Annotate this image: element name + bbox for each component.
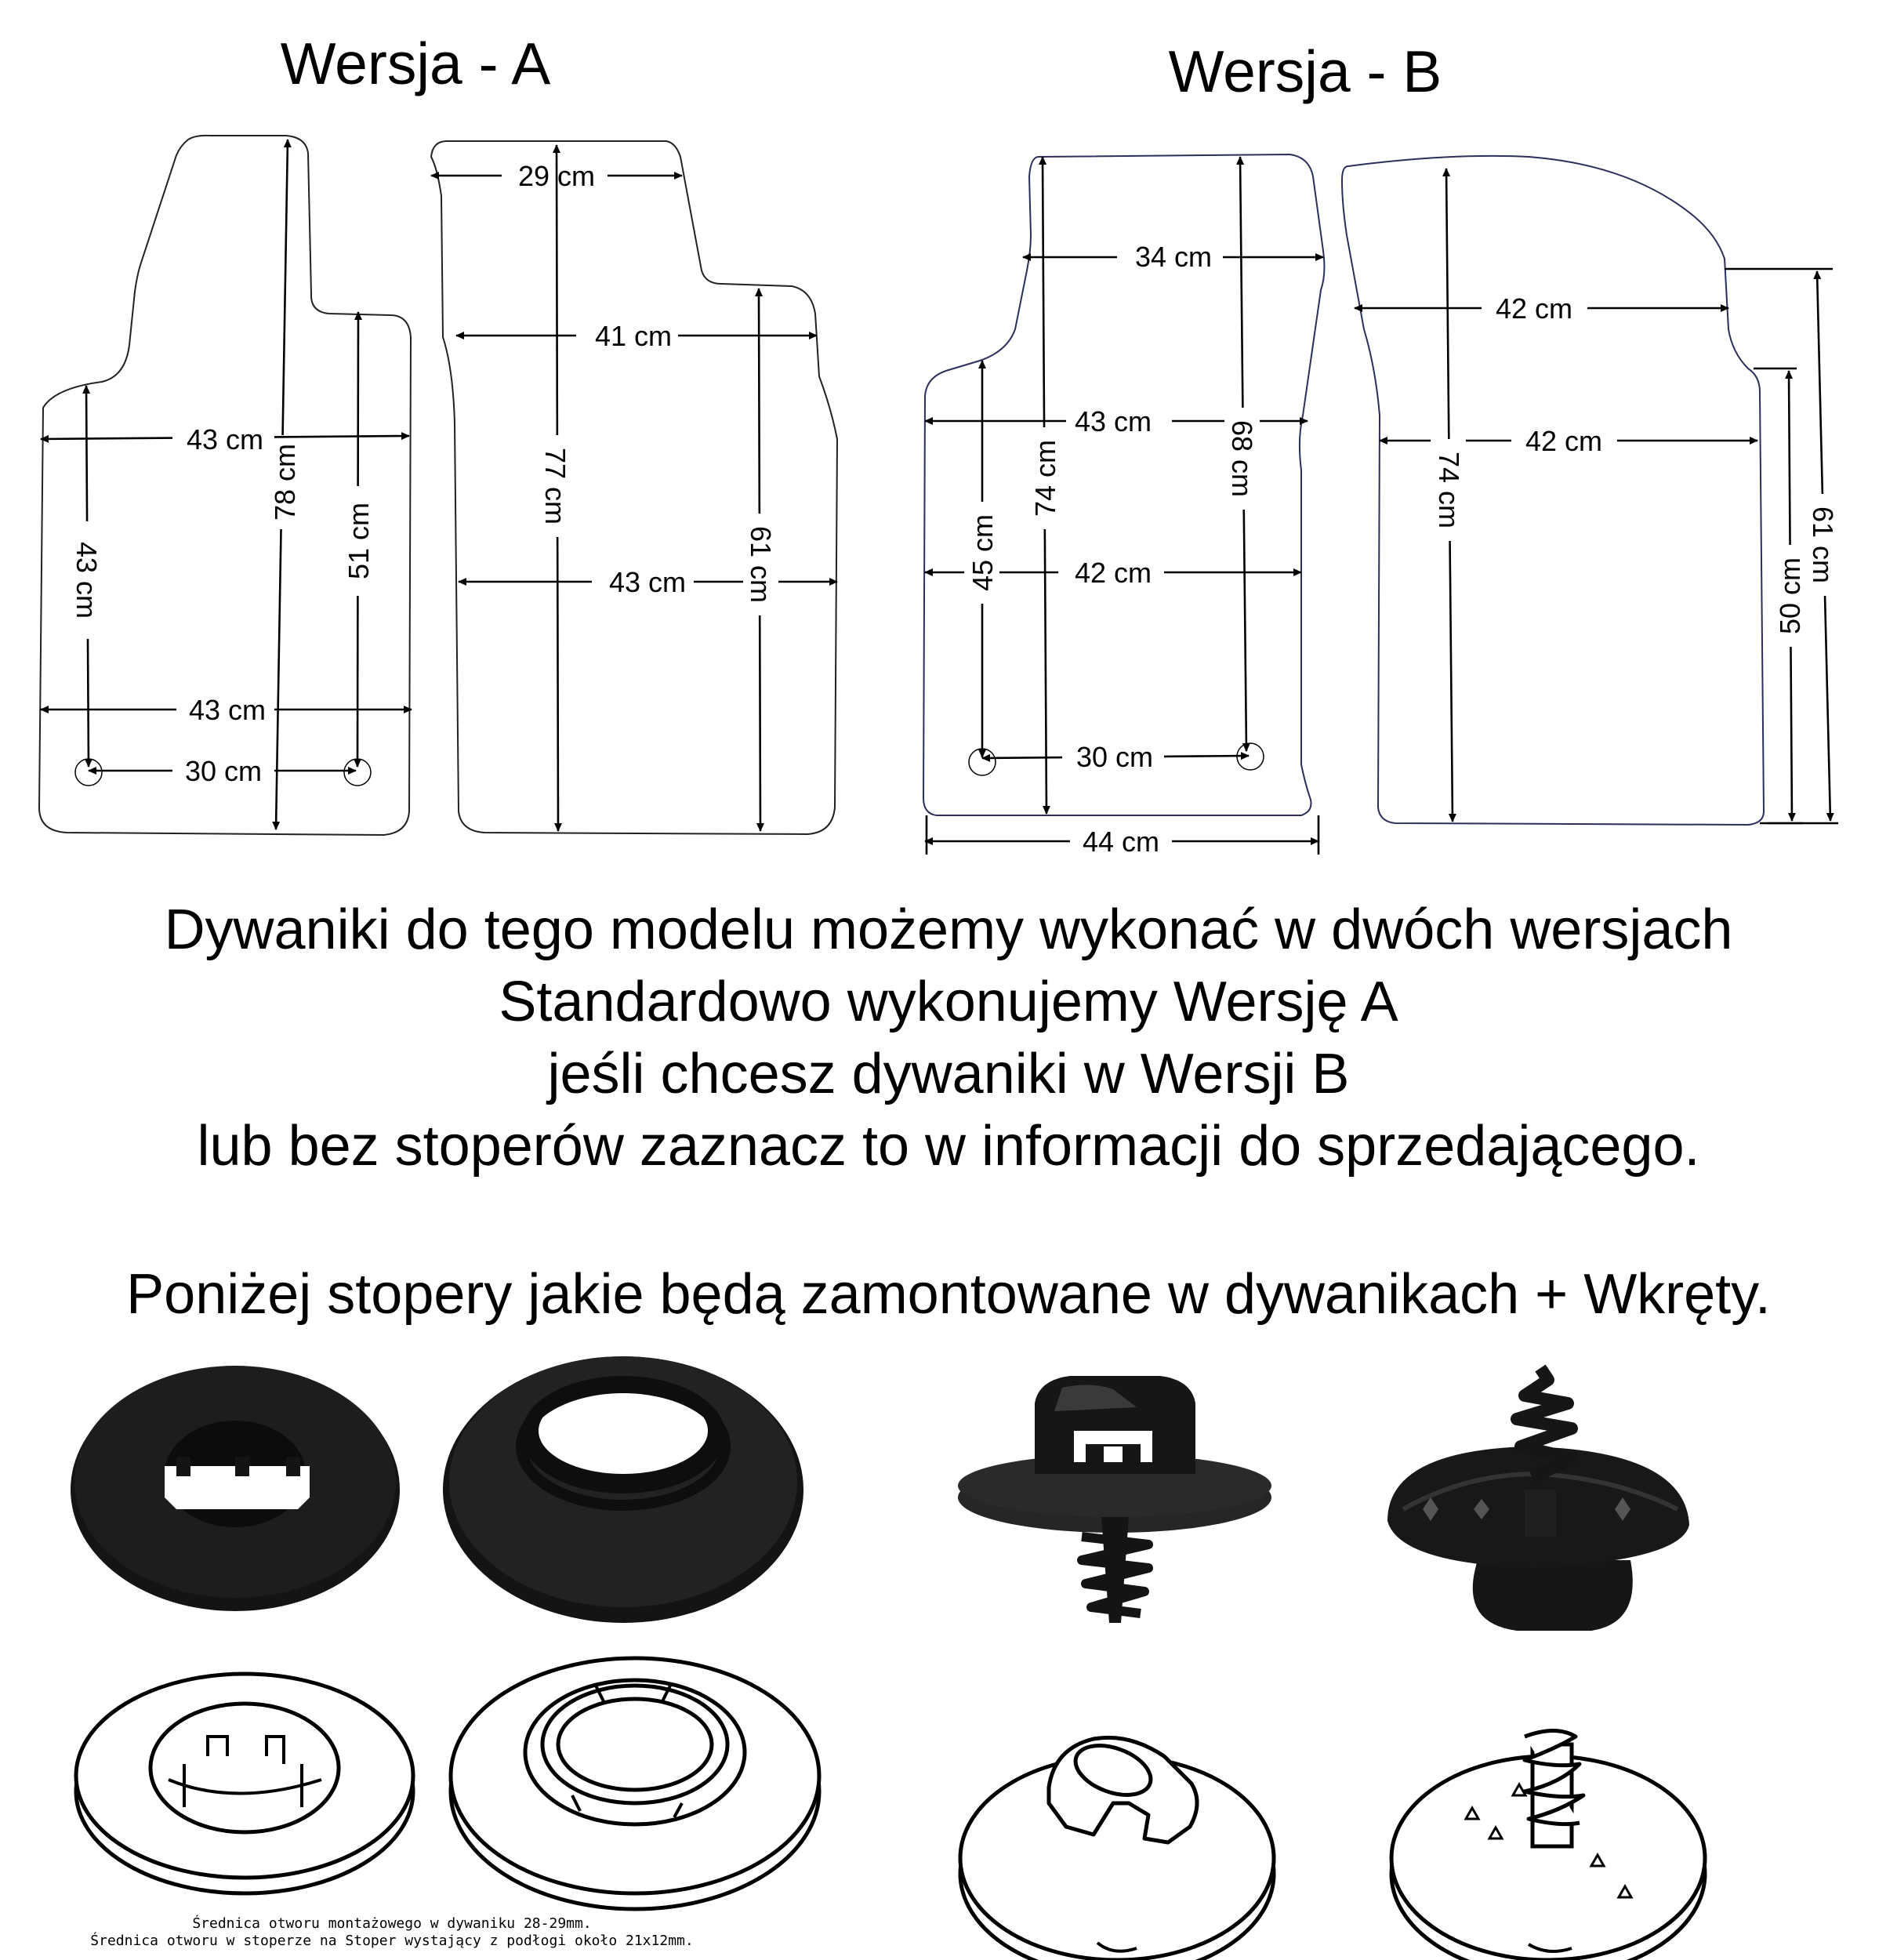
b-hole-spacing-label: 30 cm [1076, 741, 1153, 773]
stopper-oval-drawing [448, 1656, 822, 1911]
a-left-hole-spacing-label: 30 cm [185, 755, 262, 787]
b-top-width-label: 34 cm [1135, 241, 1212, 273]
stopper-ring-drawing [74, 1671, 415, 1896]
a-left-lower-width-label: 43 cm [189, 694, 266, 726]
b2-upper-width-label: 42 cm [1496, 292, 1572, 325]
version-b-title: Wersja - B [1169, 38, 1442, 104]
a-right-lower-width-label: 43 cm [609, 566, 686, 598]
info-line: Standardowo wykonujemy Wersję A [499, 971, 1398, 1033]
info-paragraph: Dywaniki do tego modelu możemy wykonać w… [0, 894, 1897, 1182]
b2-lower-width-label: 42 cm [1525, 425, 1602, 457]
b2-side-height-label: 50 cm [1774, 557, 1806, 634]
version-a-title: Wersja - A [281, 31, 551, 96]
a-left-right-height-label: 51 cm [343, 503, 375, 579]
b-lower-width-label: 42 cm [1075, 557, 1152, 589]
info-line: Dywaniki do tego modelu możemy wykonać w… [164, 898, 1733, 961]
version-a-driver-mat: 78 cm 43 cm 43 cm 30 cm 43 cm 51 cm [38, 134, 412, 837]
version-b-driver-mat: 34 cm 43 cm 42 cm 30 cm 44 cm 45 cm 74 c… [922, 153, 1326, 860]
b-right-height-label: 68 cm [1226, 420, 1258, 497]
a-right-side-height-label: 61 cm [745, 526, 777, 603]
stopper-screw-drawing [958, 1735, 1276, 1960]
a-left-side-height-label: 43 cm [71, 542, 103, 619]
hole-notes: Średnica otworu montażowego w dywaniku 2… [47, 1915, 737, 1950]
stopper-spiral-photo [1387, 1364, 1689, 1631]
b-upper-width-label: 43 cm [1075, 405, 1152, 437]
note-line: Średnica otworu montażowego w dywaniku 2… [192, 1915, 592, 1932]
stoppers-heading: Poniżej stopery jakie będą zamontowane w… [126, 1263, 1771, 1326]
note-line: Średnica otworu w stoperze na Stoper wys… [90, 1933, 694, 1949]
stopper-oval-photo [443, 1356, 803, 1623]
info-line: jeśli chcesz dywaniki w Wersji B [547, 1043, 1350, 1105]
b2-total-height-label: 61 cm [1807, 506, 1839, 583]
a-right-length-label: 77 cm [539, 448, 571, 524]
b2-length-label: 74 cm [1433, 452, 1465, 528]
b-bottom-width-label: 44 cm [1083, 826, 1159, 858]
stopper-spiral-drawing [1389, 1729, 1707, 1960]
version-b-passenger-mat: 42 cm 42 cm 74 cm 50 cm 61 cm [1340, 154, 1840, 826]
a-left-upper-width-label: 43 cm [187, 423, 263, 456]
stopper-screw-photo [958, 1376, 1271, 1623]
info-line: lub bez stoperów zaznacz to w informacji… [197, 1115, 1700, 1178]
b-length-label: 74 cm [1029, 440, 1061, 517]
b-left-height-label: 45 cm [967, 514, 999, 591]
a-mid-width-label: 41 cm [595, 320, 672, 352]
version-a-passenger-mat: 29 cm 41 cm 43 cm 77 cm 61 cm [430, 140, 839, 836]
stopper-ring-photo [71, 1366, 400, 1611]
a-left-length-label: 78 cm [269, 444, 301, 521]
